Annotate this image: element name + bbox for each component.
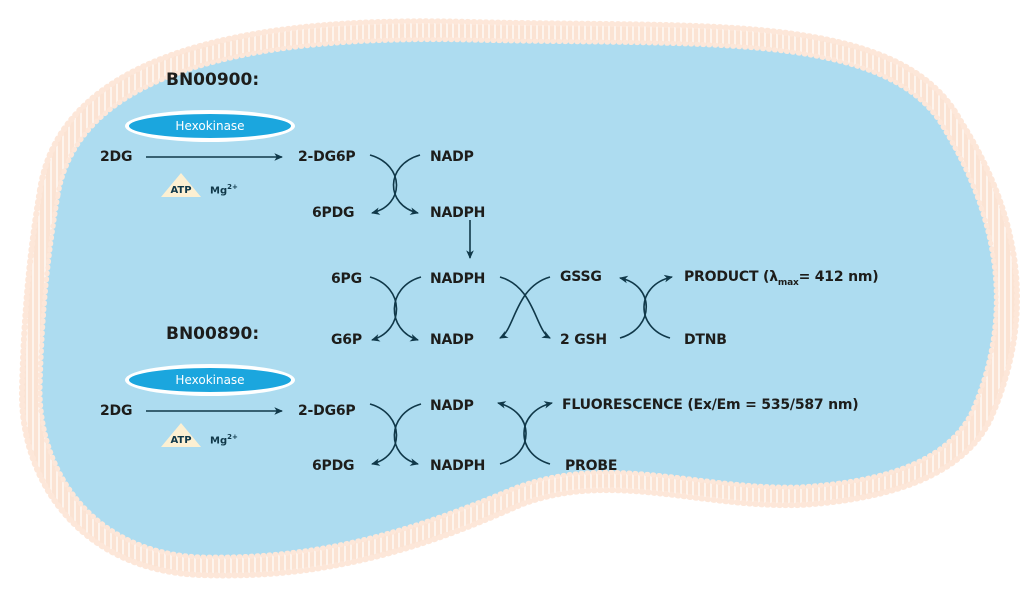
atp-cofactor-2: ATP [160, 422, 202, 448]
enzyme-hexokinase-2: Hexokinase [125, 364, 295, 396]
mg-charge: 2+ [227, 183, 238, 191]
atp-label: ATP [170, 435, 192, 446]
product-suffix: = 412 nm) [798, 269, 879, 285]
reagent-dtnb: DTNB [684, 332, 727, 348]
cofactor-nadp-3: NADP [430, 398, 474, 414]
mg-charge: 2+ [227, 433, 238, 441]
reaction-arc-gssg-nadp [499, 276, 551, 339]
reaction-arc-nadp-2 [393, 403, 422, 466]
reaction-arc-6pg [369, 276, 398, 342]
enzyme-label: Hexokinase [175, 119, 245, 133]
kit-title-bn00900: BN00900: [166, 70, 260, 90]
reaction-arc-dtnb-product [643, 274, 673, 339]
mg-cofactor-2: Mg2+ [210, 433, 238, 446]
reaction-arc-nadph-gsh [499, 276, 551, 339]
product-prefix: PRODUCT (λ [684, 269, 778, 285]
substrate-2dg-2: 2DG [100, 403, 133, 419]
metabolite-g6p: G6P [331, 332, 362, 348]
cytoplasm [37, 37, 999, 560]
reaction-arc-nadph-nadp [497, 401, 527, 465]
atp-label: ATP [170, 185, 192, 196]
enzyme-hexokinase-1: Hexokinase [125, 110, 295, 142]
reagent-probe: PROBE [565, 458, 618, 474]
cofactor-nadph-3: NADPH [430, 458, 486, 474]
metabolite-6pg: 6PG [331, 271, 362, 287]
mg-label: Mg [210, 185, 228, 197]
metabolite-6pdg-1: 6PDG [312, 205, 355, 221]
reaction-arc-probe-fluor [523, 401, 553, 465]
atp-cofactor-1: ATP [160, 172, 202, 198]
reaction-arc-gsh-gssg [619, 275, 647, 339]
metabolite-6pdg-2: 6PDG [312, 458, 355, 474]
product-readout-412: PRODUCT (λmax= 412 nm) [684, 269, 879, 288]
reaction-arc-nadph [393, 276, 422, 342]
metabolite-2dg6p-2: 2-DG6P [298, 403, 356, 419]
metabolite-gssg: GSSG [560, 269, 602, 285]
fluorescence-readout: FLUORESCENCE (Ex/Em = 535/587 nm) [562, 397, 859, 413]
cofactor-nadp-1: NADP [430, 149, 474, 165]
reaction-arc-2dg6p-2 [369, 403, 398, 466]
cofactor-nadph-1: NADPH [430, 205, 486, 221]
kit-title-bn00890: BN00890: [166, 324, 260, 344]
mg-cofactor-1: Mg2+ [210, 183, 238, 196]
enzyme-label: Hexokinase [175, 373, 245, 387]
substrate-2dg-1: 2DG [100, 149, 133, 165]
reaction-arc-2dg6p [369, 154, 398, 215]
cofactor-nadp-2: NADP [430, 332, 474, 348]
lambda-subscript: max [777, 278, 799, 288]
mg-label: Mg [210, 435, 228, 447]
cofactor-nadph-2: NADPH [430, 271, 486, 287]
reaction-arc-nadp [392, 154, 421, 215]
metabolite-2gsh: 2 GSH [560, 332, 607, 348]
metabolite-2dg6p-1: 2-DG6P [298, 149, 356, 165]
